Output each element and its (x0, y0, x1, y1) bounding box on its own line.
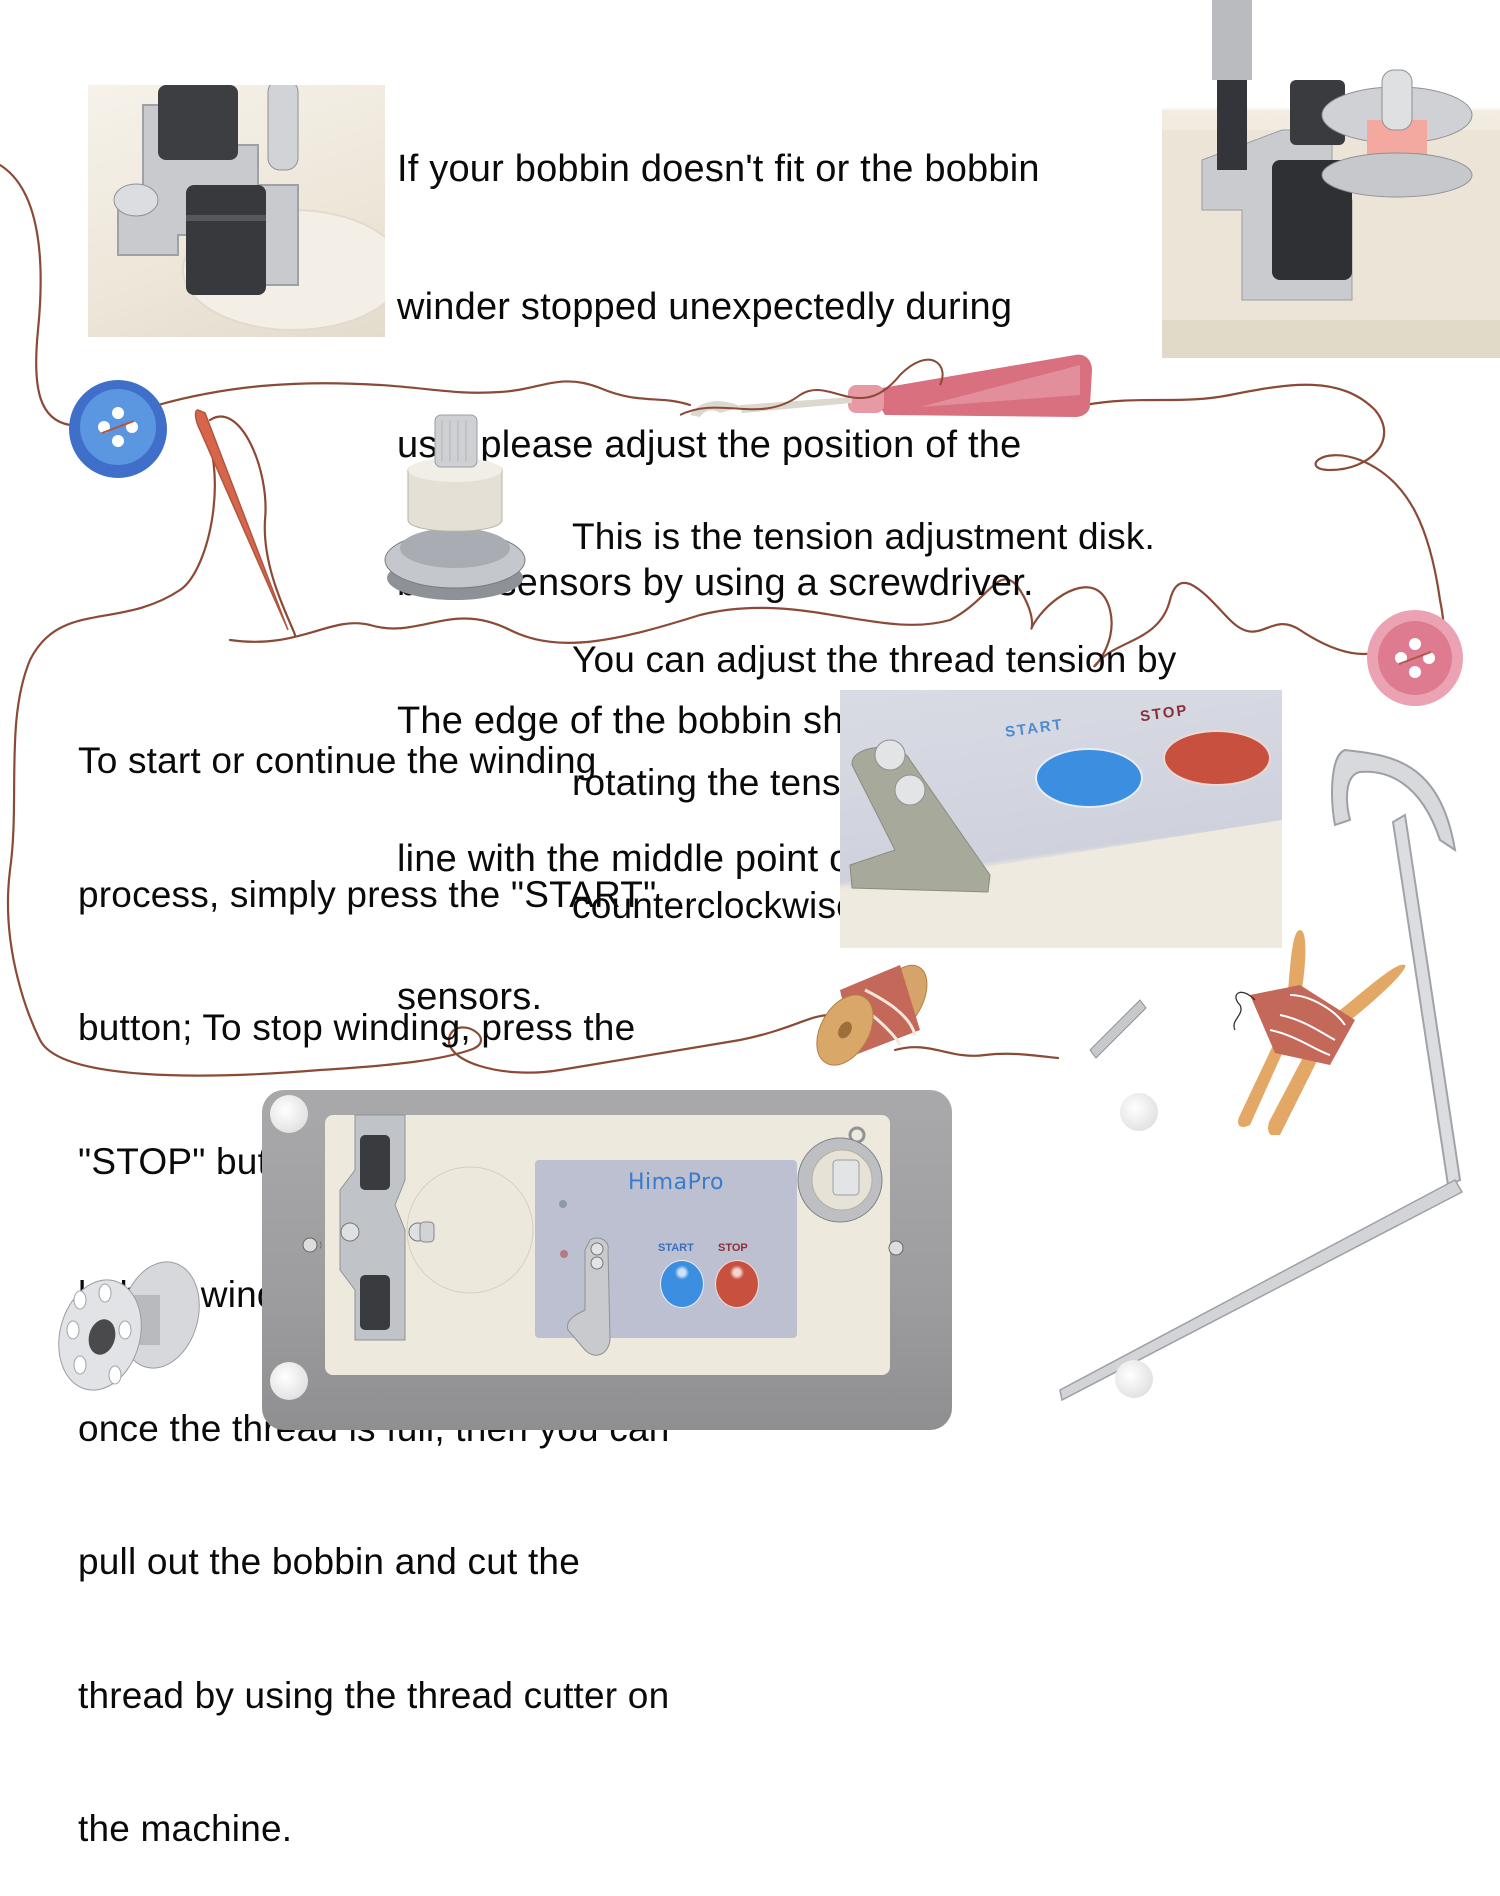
instruction-line: You can adjust the thread tension by (572, 639, 1177, 680)
rubber-foot (1120, 1093, 1158, 1131)
screwdriver-adjust-photo (1162, 0, 1500, 358)
rubber-foot (270, 1362, 308, 1400)
control-label-panel (535, 1160, 797, 1338)
thread-spool-icon (816, 964, 928, 1066)
tension-disk-icon (384, 414, 526, 600)
start-label: START (658, 1242, 694, 1254)
clothespin-icon (1233, 930, 1406, 1135)
instruction-line: sensors. (397, 976, 543, 1018)
start-stop-closeup-photo: START STOP (840, 690, 1282, 948)
instruction-line: the machine. (78, 1808, 293, 1849)
screw-icon (302, 1237, 318, 1253)
device-sensor-bracket-icon (320, 1114, 534, 1341)
instruction-line: To start or continue the winding (78, 740, 597, 781)
sensor-bracket-illustration (113, 85, 385, 331)
instruction-line: black sensors by using a screwdriver. (397, 562, 1034, 604)
rubber-foot (1115, 1360, 1153, 1398)
instruction-line: pull out the bobbin and cut the (78, 1541, 580, 1582)
start-button[interactable] (660, 1260, 704, 1308)
needle-icon (194, 409, 289, 631)
stop-label: STOP (718, 1242, 748, 1254)
screwdriver-bobbin-illustration (1162, 0, 1500, 358)
bobbin-icon (58, 1261, 200, 1391)
instruction-line: process, simply press the "START" (78, 873, 657, 915)
indicator-light (559, 1200, 567, 1208)
stop-button-closeup (1163, 730, 1271, 786)
device-tension-knob-icon (797, 1126, 883, 1223)
rubber-foot (270, 1095, 308, 1133)
brand-logo: HimaPro (628, 1170, 724, 1195)
instruction-line: This is the tension adjustment disk. (572, 516, 1156, 557)
instruction-line: thread by using the thread cutter on (78, 1674, 670, 1716)
start-button-closeup (1035, 748, 1143, 808)
screw-icon (888, 1240, 904, 1256)
stop-button[interactable] (715, 1260, 759, 1308)
instruction-line: If your bobbin doesn't fit or the bobbin (397, 148, 1040, 190)
seam-ripper-icon (680, 354, 1092, 417)
sensor-closeup-photo (88, 85, 385, 337)
indicator-light (560, 1250, 568, 1258)
thread-guide-wire-icon (1059, 748, 1464, 1402)
thread-cutter-illustration (840, 739, 1282, 948)
blue-button-icon (69, 380, 167, 478)
instruction-line: counterclockwise. (572, 885, 868, 926)
device-thread-cutter-icon (566, 1237, 611, 1356)
instruction-line: winder stopped unexpectedly during (397, 286, 1013, 328)
pink-button-icon (1367, 610, 1463, 706)
instruction-line: use, please adjust the position of the (397, 424, 1022, 466)
thread-decoration (0, 163, 1445, 1077)
instruction-line: button; To stop winding, press the (78, 1007, 636, 1048)
